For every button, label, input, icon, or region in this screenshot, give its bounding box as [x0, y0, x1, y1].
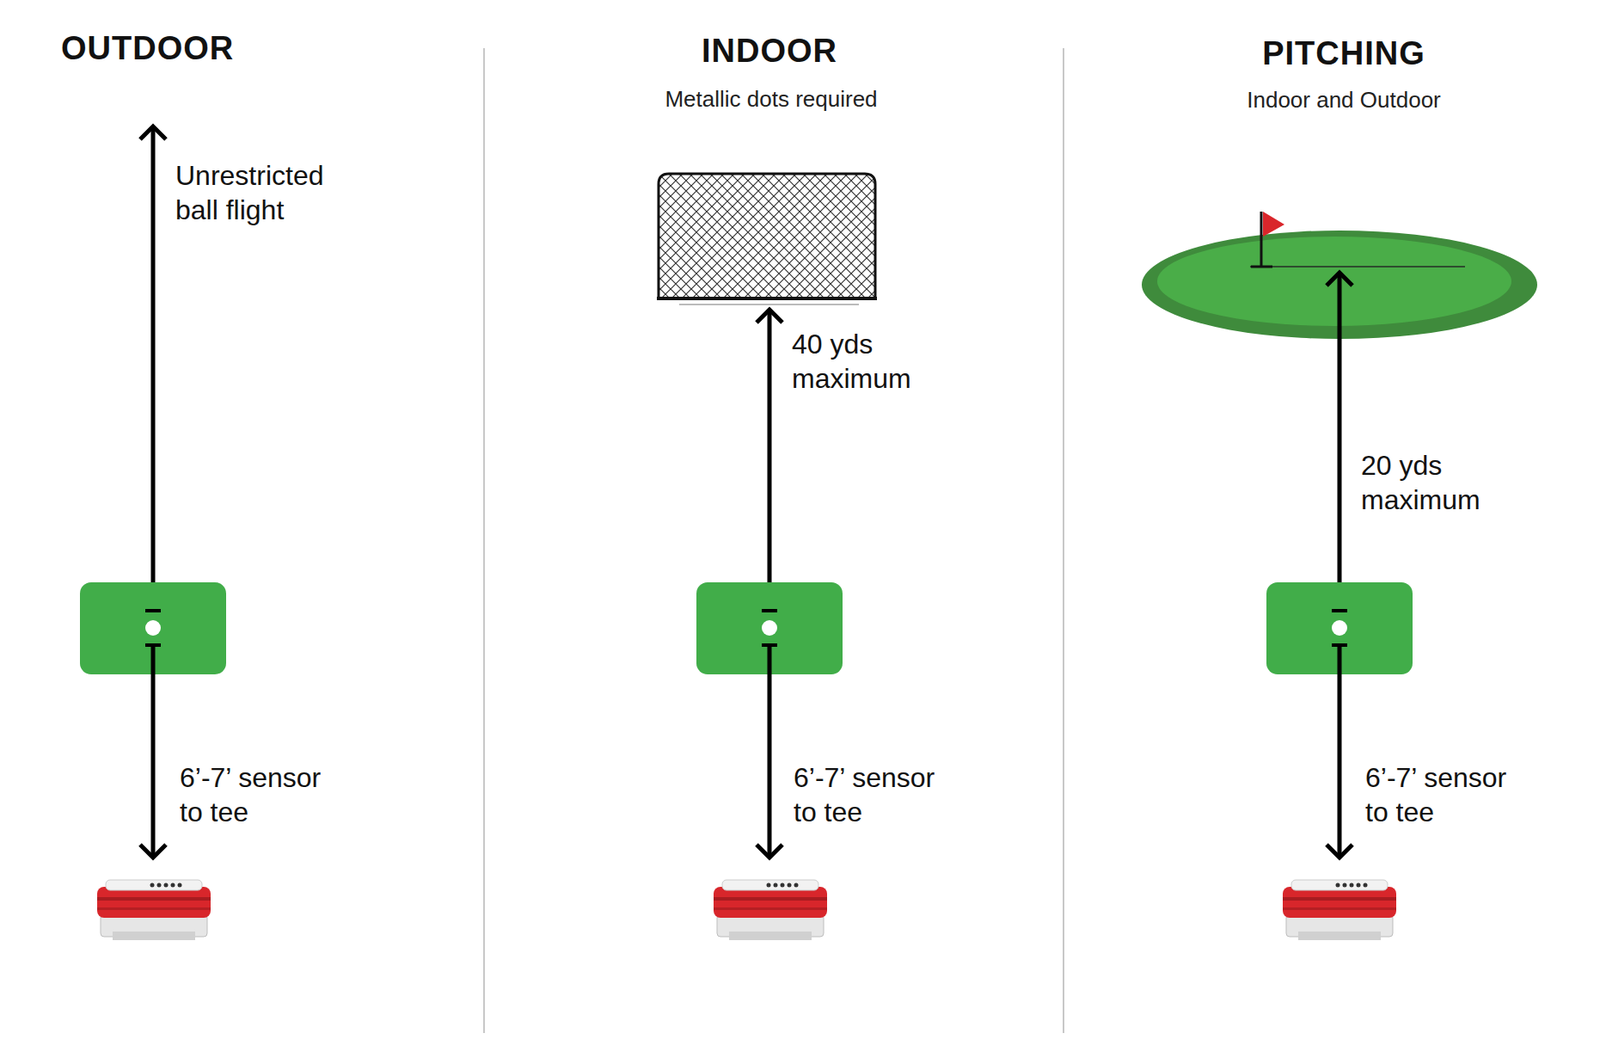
- distance-note: 6’-7’ sensor to tee: [793, 760, 940, 829]
- distance-note: 20 yds maximum: [1360, 447, 1488, 517]
- column-heading: OUTDOOR: [61, 28, 234, 68]
- distance-note: Unrestricted ball flight: [175, 158, 341, 227]
- column-heading: PITCHING: [1262, 33, 1426, 74]
- column-subtitle: Indoor and Outdoor: [1246, 85, 1441, 114]
- column-subtitle: Metallic dots required: [664, 85, 877, 113]
- distance-note: 6’-7’ sensor to tee: [179, 760, 326, 829]
- distance-note: 40 yds maximum: [791, 326, 919, 396]
- column-heading: INDOOR: [701, 30, 838, 71]
- distance-note: 6’-7’ sensor to tee: [1365, 760, 1512, 829]
